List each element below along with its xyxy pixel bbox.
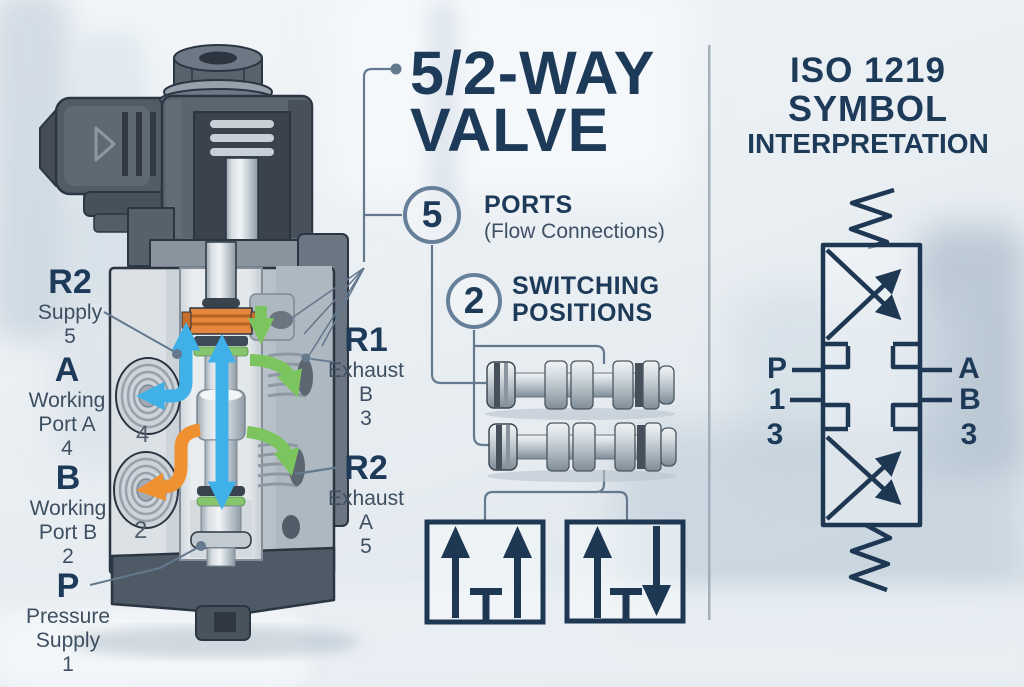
callout-pressure: P Pressure Supply 1 (3, 568, 133, 677)
callout-code: R2 (48, 263, 92, 301)
spool-position-illustrations (485, 360, 677, 482)
iso-valve-symbol (790, 187, 952, 593)
positions-count: 2 (463, 280, 485, 321)
callout-line: Supply (35, 629, 101, 652)
body-hole (282, 515, 300, 539)
iso-port-a: A (958, 352, 980, 385)
callout-r2-exhaust: R2 Exhaust A 5 (318, 450, 414, 559)
callout-code: P (56, 567, 80, 605)
title-callout-dot (390, 63, 402, 75)
pressure-callout-line (89, 547, 198, 586)
iso-port-3-left: 3 (766, 418, 784, 451)
callout-line: Working (28, 389, 106, 412)
positions-label-1: SWITCHING (512, 272, 660, 300)
callout-r1-exhaust: R1 Exhaust B 3 (318, 322, 414, 431)
callout-number: 5 (360, 535, 372, 558)
iso-heading-line-1: ISO 1219 (790, 51, 946, 90)
flow-arrow-blue-port-a (135, 321, 201, 411)
title-line-1: 5/2-WAY (410, 39, 656, 107)
spring-coil (210, 120, 274, 128)
callout-line: A (358, 511, 373, 534)
supply-callout-line (103, 311, 174, 352)
blocked-centre-brackets (825, 346, 918, 427)
armature-plunger (225, 157, 259, 243)
iso-port-p: P (766, 352, 787, 385)
seal-green (196, 496, 246, 507)
valve-shadow (70, 626, 360, 658)
iso-port-3-right: 3 (960, 418, 978, 451)
callout-lines (89, 63, 629, 586)
callout-line: Exhaust (328, 359, 404, 382)
spool-position-1 (486, 360, 675, 410)
callout-r2-supply: R2 Supply 5 (5, 264, 135, 349)
callout-code: R1 (344, 321, 388, 359)
callout-port-b: B Working Port B 2 (3, 460, 133, 569)
callout-number: 2 (62, 545, 74, 568)
iso-panel-heading: ISO 1219 SYMBOL INTERPRETATION (712, 51, 1024, 160)
spring-coil (210, 134, 274, 142)
valve-cutaway-illustration (39, 44, 349, 641)
crossed-arrow (825, 248, 902, 321)
coil-seal-orange (189, 307, 253, 335)
switching-state-symbols (424, 519, 686, 625)
callout-code: A (54, 351, 80, 389)
iso-heading-line-3: INTERPRETATION (747, 128, 989, 159)
state-box-1 (424, 519, 546, 625)
callout-number: 4 (61, 437, 73, 460)
symbol-outer-box (820, 242, 923, 528)
spring-symbol-bottom (848, 523, 893, 593)
flow-arrow-green-exhaust-upper (249, 354, 303, 398)
connector-arrow-mark (94, 126, 116, 162)
positions-label-2: POSITIONS (512, 299, 653, 327)
callout-line: Port B (38, 521, 98, 544)
callout-port-a: A Working Port A 4 (2, 352, 132, 461)
connector-circle5-spool1 (430, 245, 486, 385)
callout-number: 3 (360, 407, 372, 430)
callout-line: Port A (38, 413, 96, 436)
ports-count: 5 (421, 194, 443, 235)
ports-sublabel: (Flow Connections) (484, 220, 665, 243)
bg-blob (330, 0, 690, 200)
iso-port-b: B (959, 383, 981, 416)
callout-line: B (358, 383, 373, 406)
connector-circle2-spool2 (472, 330, 490, 447)
valve-port-number-a: 4 (136, 421, 150, 448)
callout-number: 1 (62, 653, 74, 676)
flow-arrow-green-exhaust-lower (246, 426, 300, 477)
crossed-arrow (825, 268, 902, 341)
title-fan-lines (285, 267, 365, 358)
iso-port-1: 1 (768, 383, 786, 416)
ports-label: PORTS (484, 191, 573, 219)
connector-bracket-top (474, 344, 606, 364)
callout-line: Supply (37, 301, 103, 324)
callout-line: Pressure (25, 605, 111, 628)
spring-symbol-top (848, 187, 895, 250)
spool-position-2 (488, 422, 677, 472)
callout-code: B (55, 459, 81, 497)
flow-arrow-orange-port-b (136, 423, 202, 502)
crossed-arrow (825, 435, 902, 506)
panel-divider (708, 45, 711, 620)
ports-count-badge: 5 (403, 186, 461, 244)
connector-bracket-bottom (483, 470, 606, 522)
title-line-2: VALVE (410, 96, 610, 164)
callout-line: Exhaust (328, 487, 404, 510)
positions-count-badge: 2 (446, 273, 502, 329)
callout-code: R2 (344, 449, 388, 487)
r2-exhaust-callout-line (294, 465, 341, 476)
valve-port-number-b: 2 (134, 517, 148, 544)
page-title: 5/2-WAY VALVE (410, 39, 656, 164)
crossed-arrow (825, 450, 902, 521)
callout-line: Working (29, 497, 107, 520)
spring-coil (210, 148, 274, 156)
callout-number: 5 (64, 325, 76, 348)
iso-heading-line-2: SYMBOL (787, 88, 948, 129)
